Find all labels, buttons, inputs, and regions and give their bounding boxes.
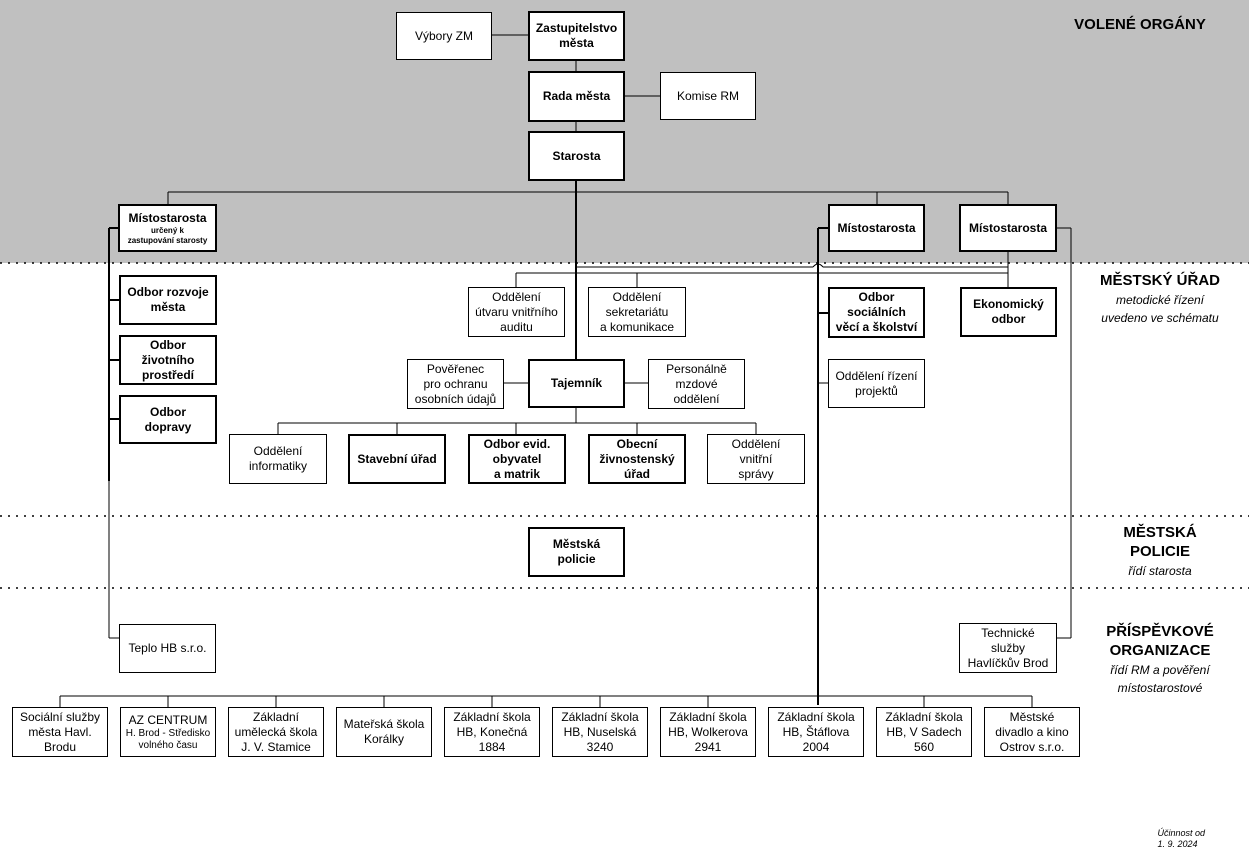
org-zs-v-sadech: Základní škola HB, V Sadech 560 xyxy=(876,707,972,757)
vybory-zm-box: Výbory ZM xyxy=(396,12,492,60)
section-subtitle: metodické řízení uvedeno ve schématu xyxy=(1101,292,1219,325)
box-label: Ekonomický odbor xyxy=(973,297,1044,326)
odbor-zivotniho-prostredi-box: Odbor životního prostředí xyxy=(119,335,217,385)
box-label: Oddělení útvaru vnitřního auditu xyxy=(475,289,558,334)
section-mestska-policie: MĚSTSKÁ POLICIE řídí starosta xyxy=(1075,524,1245,580)
box-label: Výbory ZM xyxy=(414,28,473,43)
box-label: Pověřenec pro ochranu osobních údajů xyxy=(414,361,497,406)
odbor-evid-obyvatel-box: Odbor evid. obyvatel a matrik xyxy=(468,434,566,484)
org-name: Základní škola HB, V Sadech 560 xyxy=(885,709,963,754)
section-title: PŘÍSPĚVKOVÉ ORGANIZACE xyxy=(1106,623,1214,659)
mistostarosta-2-box: Místostarosta xyxy=(828,204,925,252)
box-label: Místostarosta xyxy=(968,220,1048,235)
box-label: Teplo HB s.r.o. xyxy=(128,641,207,655)
section-title: MĚSTSKÝ ÚŘAD xyxy=(1099,272,1220,289)
mestska-policie-box: Městská policie xyxy=(528,527,625,577)
org-name: Sociální služby města Havl. Brodu xyxy=(19,709,101,754)
box-label: Oddělení informatiky xyxy=(248,444,307,473)
box-label: Komise RM xyxy=(676,88,739,103)
oddeleni-sekretariatu-box: Oddělení sekretariátu a komunikace xyxy=(588,287,686,337)
effective-date-note: Účinnost od 1. 9. 2024 xyxy=(1157,828,1205,850)
komise-rm-box: Komise RM xyxy=(660,72,756,120)
org-ms-koralky: Mateřská škola Korálky xyxy=(336,707,432,757)
org-name: AZ CENTRUM xyxy=(128,713,208,727)
box-sublabel: určený k zastupování starosty xyxy=(127,225,208,245)
box-label: Odbor dopravy xyxy=(144,404,192,434)
box-label: Technické služby Havlíčkův Brod xyxy=(967,625,1049,670)
box-label: Obecní živnostenský úřad xyxy=(599,436,675,481)
org-name: Mateřská škola Korálky xyxy=(343,717,425,746)
org-zs-wolkerova: Základní škola HB, Wolkerova 2941 xyxy=(660,707,756,757)
section-mestsky-urad: MĚSTSKÝ ÚŘAD metodické řízení uvedeno ve… xyxy=(1075,272,1245,327)
oddeleni-informatiky-box: Oddělení informatiky xyxy=(229,434,327,484)
box-label: Oddělení sekretariátu a komunikace xyxy=(599,289,675,334)
obecni-zivnostensky-urad-box: Obecní živnostenský úřad xyxy=(588,434,686,484)
stavebni-urad-box: Stavební úřad xyxy=(348,434,446,484)
oddeleni-rizeni-projektu-box: Oddělení řízení projektů xyxy=(828,359,925,408)
org-name: Základní škola HB, Nuselská 3240 xyxy=(561,709,639,754)
box-label: Odbor životního prostředí xyxy=(141,337,195,382)
org-name: Městské divadlo a kino Ostrov s.r.o. xyxy=(995,709,1069,754)
odbor-rozvoje-box: Odbor rozvoje města xyxy=(119,275,217,325)
tajemnik-box: Tajemník xyxy=(528,359,625,408)
org-zus-stamice: Základní umělecká škola J. V. Stamice xyxy=(228,707,324,757)
org-socialni-sluzby: Sociální služby města Havl. Brodu xyxy=(12,707,108,757)
org-name: Základní škola HB, Wolkerova 2941 xyxy=(668,709,748,754)
box-label: Místostarosta xyxy=(128,210,207,225)
org-divadlo-kino: Městské divadlo a kino Ostrov s.r.o. xyxy=(984,707,1080,757)
poverenec-box: Pověřenec pro ochranu osobních údajů xyxy=(407,359,504,409)
box-label: Rada města xyxy=(542,89,611,103)
org-zs-nuselska: Základní škola HB, Nuselská 3240 xyxy=(552,707,648,757)
org-az-centrum: AZ CENTRUM H. Brod - Středisko volného č… xyxy=(120,707,216,757)
mistostarosta-1-box: Místostarosta určený k zastupování staro… xyxy=(118,204,217,252)
box-label: Oddělení vnitřní správy xyxy=(731,436,781,481)
org-subname: H. Brod - Středisko volného času xyxy=(125,728,211,751)
effective-date-text: Účinnost od 1. 9. 2024 xyxy=(1157,828,1205,849)
box-label: Odbor sociálních věcí a školství xyxy=(835,290,918,334)
section-volene-organy: VOLENÉ ORGÁNY xyxy=(1055,16,1225,35)
org-zs-konecna: Základní škola HB, Konečná 1884 xyxy=(444,707,540,757)
org-zs-staflova: Základní škola HB, Štáflova 2004 xyxy=(768,707,864,757)
technicke-sluzby-box: Technické služby Havlíčkův Brod xyxy=(959,623,1057,673)
section-subtitle: řídí starosta xyxy=(1128,563,1192,578)
mistostarosta-3-box: Místostarosta xyxy=(959,204,1057,252)
personalne-mzdove-box: Personálně mzdové oddělení xyxy=(648,359,745,409)
box-label: Odbor rozvoje města xyxy=(127,285,209,314)
box-label: Personálně mzdové oddělení xyxy=(666,361,727,406)
oddeleni-auditu-box: Oddělení útvaru vnitřního auditu xyxy=(468,287,565,337)
box-label: Místostarosta xyxy=(837,220,916,235)
box-label: Městská policie xyxy=(552,537,601,566)
box-label: Tajemník xyxy=(550,376,603,390)
starosta-box: Starosta xyxy=(528,131,625,181)
box-label: Zastupitelstvo města xyxy=(535,21,618,50)
oddeleni-vnitrni-spravy-box: Oddělení vnitřní správy xyxy=(707,434,805,484)
section-title: MĚSTSKÁ POLICIE xyxy=(1123,524,1197,560)
odbor-socialnich-veci-box: Odbor sociálních věcí a školství xyxy=(828,287,925,338)
section-subtitle: řídí RM a pověření místostarostové xyxy=(1110,662,1210,695)
box-label: Stavební úřad xyxy=(357,451,437,466)
section-prispevkove-organizace: PŘÍSPĚVKOVÉ ORGANIZACE řídí RM a pověřen… xyxy=(1075,623,1245,697)
box-label: Starosta xyxy=(552,148,601,163)
section-title: VOLENÉ ORGÁNY xyxy=(1074,16,1206,33)
org-name: Základní škola HB, Štáflova 2004 xyxy=(777,709,855,754)
rada-mesta-box: Rada města xyxy=(528,71,625,122)
box-label: Odbor evid. obyvatel a matrik xyxy=(483,436,551,481)
org-name: Základní škola HB, Konečná 1884 xyxy=(453,709,531,754)
org-name: Základní umělecká škola J. V. Stamice xyxy=(234,709,318,754)
teplo-hb-box: Teplo HB s.r.o. xyxy=(119,624,216,673)
zastupitelstvo-box: Zastupitelstvo města xyxy=(528,11,625,61)
odbor-dopravy-box: Odbor dopravy xyxy=(119,395,217,444)
box-label: Oddělení řízení projektů xyxy=(835,368,918,398)
ekonomicky-odbor-box: Ekonomický odbor xyxy=(960,287,1057,337)
